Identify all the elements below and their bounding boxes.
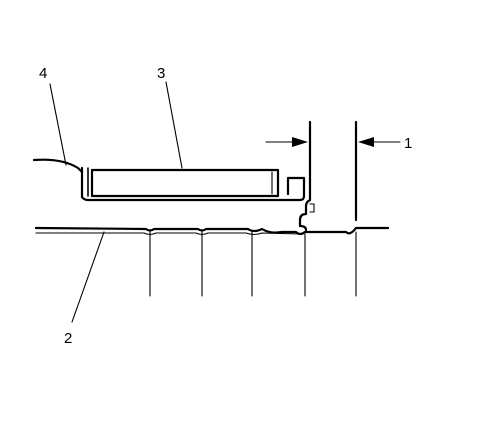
callout-label-1: 1 xyxy=(404,135,412,152)
holder-curve xyxy=(32,158,84,174)
leader-line-4 xyxy=(49,83,67,166)
callout-labels: 4 3 1 2 xyxy=(39,65,412,347)
vertical-post xyxy=(298,120,358,232)
base-surface xyxy=(34,226,390,297)
callout-label-2: 2 xyxy=(64,330,72,347)
base-top-edge xyxy=(34,226,390,236)
leader-line-2 xyxy=(71,231,105,323)
base-lower-edge xyxy=(35,232,301,236)
post-left-edge xyxy=(298,120,312,232)
callout-label-3: 3 xyxy=(157,65,165,82)
block-part xyxy=(90,168,280,198)
post-notch xyxy=(309,203,315,213)
dimension-arrows xyxy=(265,137,401,147)
dim-arrowhead-left xyxy=(292,137,308,147)
callout-label-4: 4 xyxy=(39,65,47,82)
dim-arrowhead-right xyxy=(358,137,374,147)
holder-outline xyxy=(80,166,306,202)
block-rectangle xyxy=(90,168,280,198)
holder-tray xyxy=(32,158,306,202)
leader-line-3 xyxy=(165,81,183,169)
leader-lines xyxy=(49,81,183,323)
